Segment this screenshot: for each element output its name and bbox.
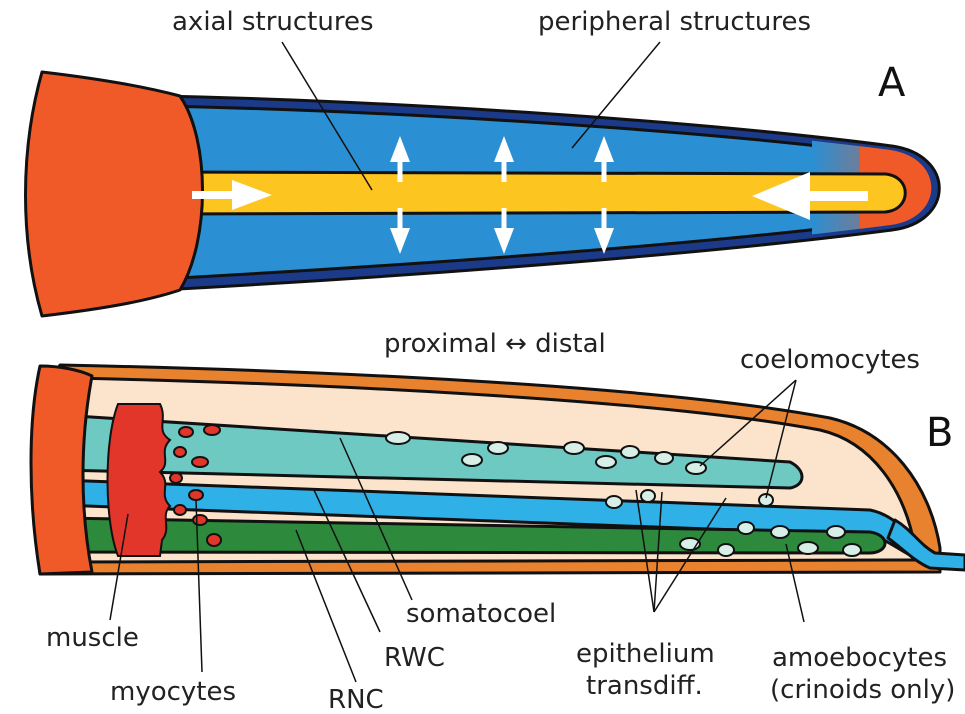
coelomocyte: [655, 452, 673, 464]
coelomocyte: [596, 456, 616, 468]
panel-letter-a: A: [878, 60, 906, 106]
coelomocyte: [564, 442, 584, 454]
amoebocyte: [798, 542, 818, 554]
amoebocyte: [738, 522, 754, 534]
label-axial-structures: axial structures: [172, 7, 374, 37]
label-coelomocytes: coelomocytes: [740, 345, 920, 375]
label-epithelium: epithelium: [576, 639, 715, 669]
coelomocyte: [462, 454, 482, 466]
coelomocyte: [386, 432, 410, 444]
label-rwc: RWC: [384, 643, 445, 673]
amoebocyte: [771, 526, 789, 538]
amoebocyte: [718, 544, 734, 556]
label-peripheral-structures: peripheral structures: [538, 7, 811, 37]
myocyte: [207, 534, 221, 546]
proximal-stump: [26, 72, 203, 316]
myocyte: [189, 490, 203, 500]
myocyte: [193, 515, 207, 525]
label-transdiff: transdiff.: [586, 671, 703, 701]
panel-b: coelomocytes B muscle myocytes somatocoe…: [31, 345, 965, 714]
myocyte: [170, 473, 182, 483]
label-myocytes: myocytes: [110, 677, 236, 707]
label-crinoids-only: (crinoids only): [770, 675, 955, 705]
axis-label: proximal ↔ distal: [384, 329, 606, 359]
coelomocyte: [641, 490, 655, 502]
coelomocyte: [488, 442, 508, 454]
myocyte: [192, 457, 208, 467]
label-somatocoel: somatocoel: [406, 599, 556, 629]
myocyte: [174, 505, 186, 515]
myocyte: [174, 447, 186, 457]
panel-a: axial structures peripheral structures A: [26, 7, 961, 316]
amoebocyte: [843, 544, 861, 556]
coelomocyte: [606, 496, 622, 508]
muscle-block: [108, 404, 171, 556]
proximal-stump-b: [31, 366, 92, 574]
label-amoebocytes: amoebocytes: [772, 643, 947, 673]
myocyte: [179, 427, 193, 437]
panel-letter-b: B: [926, 410, 953, 456]
label-rnc: RNC: [328, 685, 384, 714]
amoebocyte: [827, 526, 845, 538]
myocyte: [204, 425, 220, 435]
label-muscle: muscle: [46, 623, 139, 653]
coelomocyte: [621, 446, 639, 458]
